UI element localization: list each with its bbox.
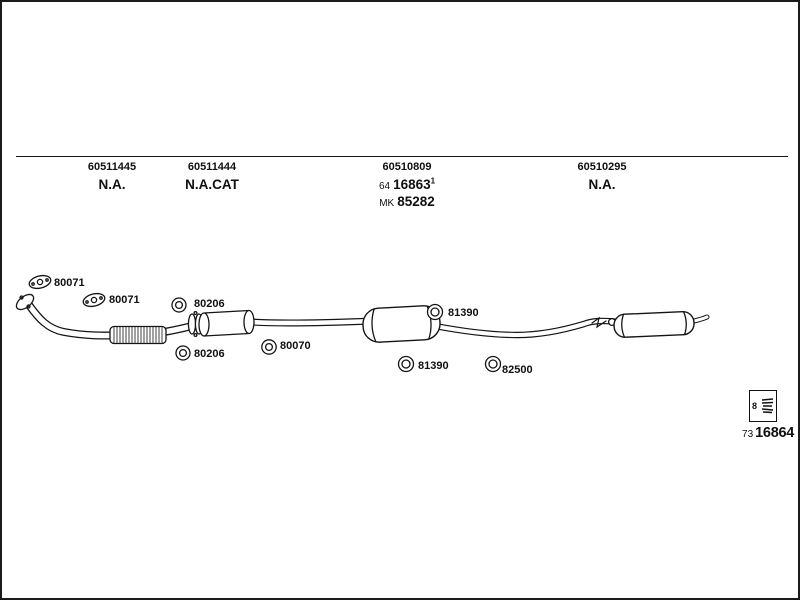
part-label-82500: 82500 xyxy=(502,364,533,376)
stamp-graphic-icon xyxy=(761,398,774,414)
intermediate-pipe xyxy=(247,317,376,327)
header-column-2: 60511444 N.A.CAT xyxy=(157,161,267,194)
ring-82500-icon xyxy=(484,355,502,373)
ring-81390-top-icon xyxy=(426,303,444,321)
system-code: N.A. xyxy=(98,176,126,192)
system-code: N.A. xyxy=(588,176,616,192)
ring-80206-top-icon xyxy=(171,297,187,313)
system-code-value: N.A. xyxy=(185,176,213,192)
header-column-1: 60511445 N.A. xyxy=(62,161,162,194)
ring-80206-bottom-icon xyxy=(175,345,191,361)
front-flange-icon xyxy=(15,293,35,311)
page-code-prefix: 73 xyxy=(742,429,754,440)
part-label-80206-top: 80206 xyxy=(194,298,225,310)
header-rule xyxy=(16,156,788,157)
part-label-80206-bottom: 80206 xyxy=(194,348,225,360)
part-label-81390-top: 81390 xyxy=(448,307,479,319)
part-label-80071-b: 80071 xyxy=(109,294,140,306)
middle-muffler xyxy=(362,305,441,343)
part-label-80070: 80070 xyxy=(280,340,311,352)
system-code-suffix: CAT xyxy=(212,176,239,192)
stamp-digit: 8 xyxy=(752,401,758,411)
catalytic-converter xyxy=(198,309,255,337)
ref-number: 60511445 xyxy=(87,161,137,173)
page-code-number: 16864 xyxy=(755,425,794,441)
header-column-4: 60510295 N.A. xyxy=(552,161,652,194)
rear-muffler xyxy=(613,310,695,338)
footnote-mark: 1 xyxy=(430,176,436,186)
gasket-80071-a-icon xyxy=(28,274,52,290)
gasket-80070-icon xyxy=(261,339,277,355)
ref-number: 60510809 xyxy=(382,161,432,173)
system-number: 85282 xyxy=(397,193,435,209)
ring-81390-bottom-icon xyxy=(397,355,415,373)
ref-number: 60511444 xyxy=(187,161,237,173)
gasket-80071-b-icon xyxy=(82,292,106,308)
flex-pipe-section xyxy=(109,325,167,345)
rear-pipe xyxy=(431,317,624,339)
system-number: 16863 xyxy=(393,176,431,192)
part-label-81390-bottom: 81390 xyxy=(418,360,449,372)
catalog-stamp: 8 xyxy=(749,390,777,422)
make-code: MK xyxy=(379,197,395,209)
ref-number: 60510295 xyxy=(577,161,627,173)
system-code: N.A.CAT xyxy=(157,177,267,194)
part-label-80071-a: 80071 xyxy=(54,277,85,289)
make-code: 64 xyxy=(378,180,391,192)
